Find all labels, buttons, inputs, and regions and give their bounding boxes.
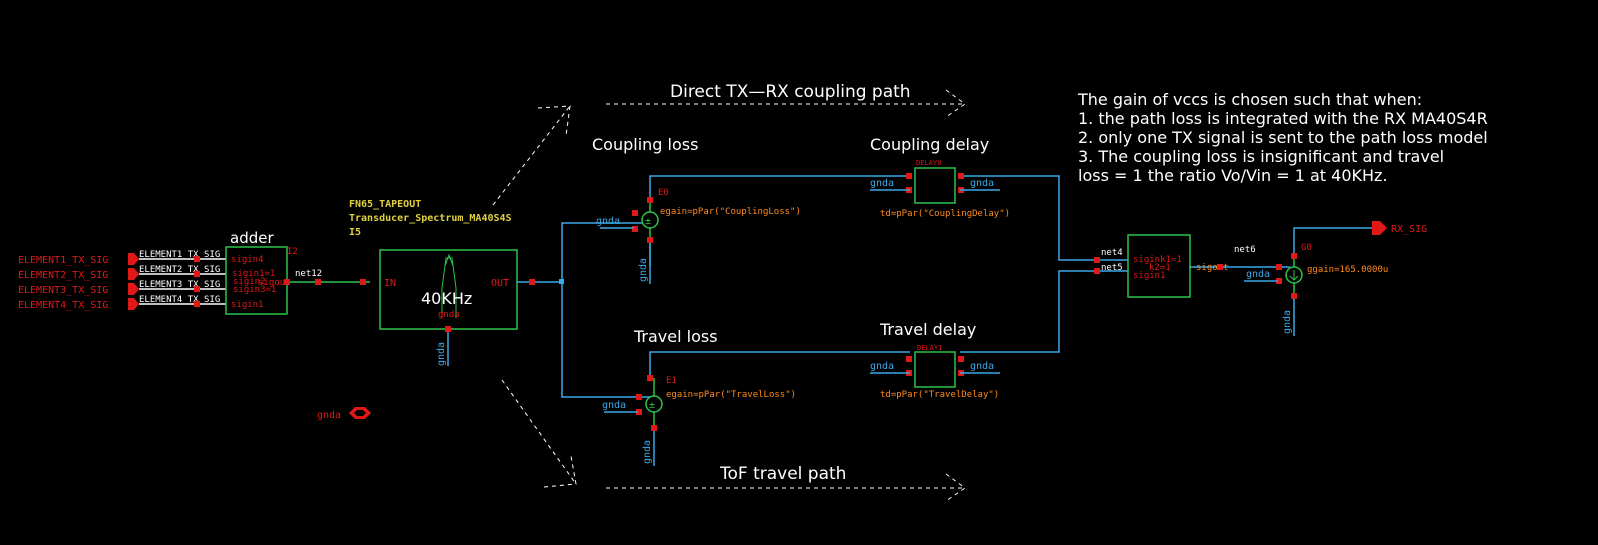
- input-pin-label: ELEMENT2_TX_SIG: [18, 270, 108, 281]
- coupling-delay-title: Coupling delay: [870, 135, 989, 154]
- transducer-port-out: OUT: [491, 278, 509, 289]
- gnd-label: gnda: [1282, 310, 1293, 334]
- global-gnd-pin[interactable]: gnda: [317, 407, 371, 421]
- net-label: net4: [1101, 248, 1123, 258]
- input-pin[interactable]: [128, 253, 139, 265]
- note-line: The gain of vccs is chosen such that whe…: [1077, 90, 1422, 109]
- design-note: The gain of vccs is chosen such that whe…: [1077, 90, 1488, 185]
- gnd-label: gnda: [970, 361, 994, 372]
- summer-port-label: sigin1: [1133, 271, 1166, 281]
- transducer-frequency: 40KHz: [421, 289, 472, 308]
- tof-path-arrow: [501, 379, 966, 502]
- adder-instance: I2: [287, 247, 298, 257]
- gnd-label: gnda: [436, 342, 447, 366]
- wire-label: ELEMENT2_TX_SIG: [139, 265, 220, 275]
- travel-delay-instance: DELAY1: [917, 344, 942, 352]
- coupling-delay-block[interactable]: Coupling delay DELAY0 gnda gnda td=pPar(…: [870, 135, 1010, 219]
- summer-block[interactable]: net4 net5 sigink1=1 k2=1 sigin1 sigout n…: [1094, 234, 1256, 298]
- coupling-loss-param: egain=pPar("CouplingLoss"): [660, 207, 801, 217]
- transducer-port-in: IN: [384, 278, 396, 289]
- coupling-delay-param: td=pPar("CouplingDelay"): [880, 209, 1010, 219]
- wire-label: ELEMENT1_TX_SIG: [139, 250, 220, 260]
- vccs-g0[interactable]: G0 ggain=165.0000u gnda gnda RX_SIG: [1244, 221, 1427, 336]
- input-pin-label: ELEMENT3_TX_SIG: [18, 285, 108, 296]
- adder-port-label: sigin2: [233, 277, 266, 287]
- input-pin[interactable]: [128, 298, 139, 310]
- travel-loss-instance: E1: [666, 376, 677, 386]
- direct-path-arrow: [492, 89, 966, 206]
- gnd-label: gnda: [1246, 269, 1270, 280]
- signal-wires: [561, 175, 1372, 398]
- gnd-label: gnda: [638, 258, 649, 282]
- adder-title: adder: [230, 229, 274, 247]
- travel-loss-title: Travel loss: [633, 327, 718, 346]
- note-line: loss = 1 the ratio Vo/Vin = 1 at 40KHz.: [1078, 166, 1388, 185]
- transducer-cell: Transducer_Spectrum_MA40S4S: [349, 213, 512, 224]
- net-label: net6: [1234, 245, 1256, 255]
- adder-port-label: sigin3=1: [233, 285, 276, 295]
- vccs-param: ggain=165.0000u: [1307, 265, 1388, 275]
- transducer-instance: I5: [349, 227, 361, 238]
- svg-text:±: ±: [645, 216, 651, 227]
- travel-loss-vcvs[interactable]: Travel loss E1 egain=pPar("TravelLoss") …: [602, 327, 796, 466]
- adder-block[interactable]: adder I2 sigin4 sigin1=1 sigin2 sigin3=1…: [225, 229, 370, 315]
- summer-port-label: k2=1: [1149, 263, 1171, 273]
- note-line: 2. only one TX signal is sent to the pat…: [1078, 128, 1488, 147]
- net-label: net5: [1101, 263, 1123, 273]
- transducer-port-gnd: gnda: [438, 310, 460, 320]
- coupling-loss-title: Coupling loss: [592, 135, 698, 154]
- wire-label: ELEMENT3_TX_SIG: [139, 280, 220, 290]
- gnd-label: gnda: [602, 400, 626, 411]
- travel-delay-param: td=pPar("TravelDelay"): [880, 390, 999, 400]
- input-pin[interactable]: [128, 283, 139, 295]
- gnd-label: gnda: [870, 178, 894, 189]
- adder-port-label: sigin1: [231, 300, 264, 310]
- adder-port-label: sigout: [258, 278, 291, 288]
- input-pin-label: ELEMENT1_TX_SIG: [18, 255, 108, 266]
- summer-port-label: sigink1=1: [1133, 255, 1182, 265]
- input-pin[interactable]: [128, 268, 139, 280]
- gnd-label: gnda: [642, 440, 653, 464]
- coupling-loss-vcvs[interactable]: Coupling loss E0 egain=pPar("CouplingLos…: [592, 135, 801, 284]
- tof-path-label: ToF travel path: [719, 464, 846, 484]
- travel-loss-param: egain=pPar("TravelLoss"): [666, 390, 796, 400]
- note-line: 3. The coupling loss is insignificant an…: [1078, 147, 1444, 166]
- gnd-label: gnda: [970, 178, 994, 189]
- input-pins: ELEMENT1_TX_SIG ELEMENT2_TX_SIG ELEMENT3…: [18, 250, 226, 311]
- global-gnd-label: gnda: [317, 410, 341, 421]
- adder-port-label: sigin1=1: [232, 269, 275, 279]
- svg-text:±: ±: [649, 400, 655, 411]
- output-pin[interactable]: [1372, 221, 1387, 235]
- direct-path-label: Direct TX—RX coupling path: [670, 82, 911, 102]
- transducer-library: FN65_TAPEOUT: [349, 199, 421, 210]
- output-pin-label: RX_SIG: [1391, 224, 1427, 235]
- travel-delay-block[interactable]: Travel delay DELAY1 gnda gnda td=pPar("T…: [870, 320, 1000, 400]
- wire-label: ELEMENT4_TX_SIG: [139, 295, 220, 305]
- transducer-block[interactable]: FN65_TAPEOUT Transducer_Spectrum_MA40S4S…: [349, 199, 564, 366]
- coupling-loss-instance: E0: [658, 188, 669, 198]
- gnd-label: gnda: [870, 361, 894, 372]
- vccs-instance: G0: [1301, 243, 1312, 253]
- input-pin-label: ELEMENT4_TX_SIG: [18, 300, 108, 311]
- note-line: 1. the path loss is integrated with the …: [1078, 109, 1488, 128]
- net-label: net12: [295, 269, 322, 279]
- coupling-delay-instance: DELAY0: [916, 159, 941, 167]
- gnd-label: gnda: [596, 216, 620, 227]
- summer-port-label: sigout: [1196, 263, 1229, 273]
- adder-port-label: sigin4: [231, 255, 264, 265]
- travel-delay-title: Travel delay: [879, 320, 976, 339]
